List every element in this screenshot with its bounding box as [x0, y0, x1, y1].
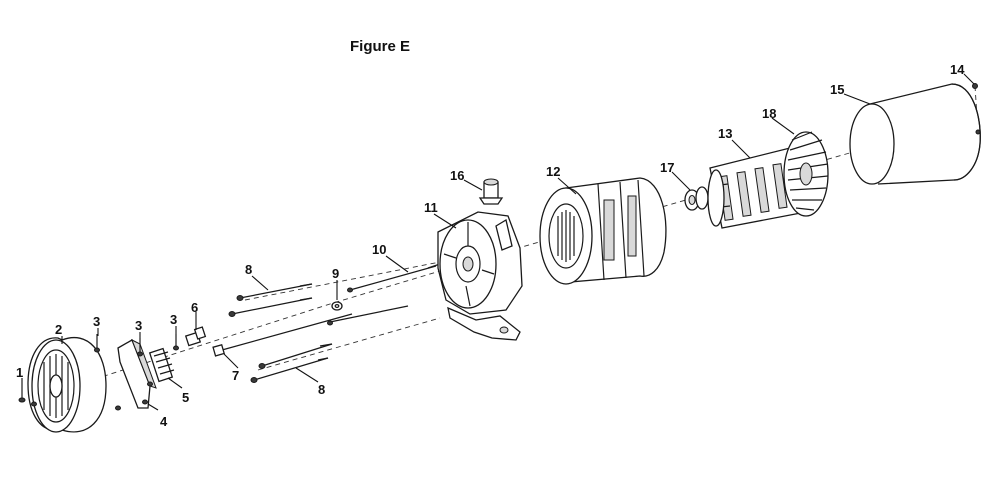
callout-13: 13 — [718, 126, 732, 141]
callout-3a: 3 — [93, 314, 100, 329]
screw-part-14 — [972, 83, 981, 135]
callout-4: 4 — [160, 414, 168, 429]
callout-7: 7 — [232, 368, 239, 383]
callout-15: 15 — [830, 82, 844, 97]
leader-lines — [61, 73, 975, 411]
callout-1: 1 — [16, 365, 23, 380]
fan-part — [783, 131, 829, 217]
rotor-part — [707, 147, 807, 229]
callout-10: 10 — [372, 242, 386, 257]
callout-16: 16 — [450, 168, 464, 183]
callout-11: 11 — [424, 200, 438, 215]
callout-17: 17 — [660, 160, 674, 175]
callout-8b: 8 — [318, 382, 325, 397]
screws-part-3 — [137, 334, 179, 357]
end-bell-housing-part — [437, 211, 523, 341]
callout-3c: 3 — [170, 312, 177, 327]
aux-axis-lower — [257, 317, 441, 371]
screw-part-1 — [18, 378, 26, 403]
stator-windings — [557, 210, 575, 262]
washer-part — [331, 301, 343, 311]
callout-14: 14 — [950, 62, 965, 77]
callout-8a: 8 — [245, 262, 252, 277]
callout-2: 2 — [55, 322, 62, 337]
callout-9: 9 — [332, 266, 339, 281]
bearing-part — [684, 186, 709, 211]
fitting-part-16 — [478, 178, 504, 205]
shroud-part — [849, 83, 981, 185]
through-bolts-lower — [250, 343, 333, 383]
callout-18: 18 — [762, 106, 776, 121]
shaft-rod-part — [347, 263, 441, 293]
end-cover-part — [27, 337, 107, 433]
through-bolts-upper — [228, 283, 313, 317]
callout-3b: 3 — [135, 318, 142, 333]
callout-6: 6 — [191, 300, 198, 315]
stator-part — [539, 177, 667, 285]
figure-title: Figure E — [349, 38, 410, 55]
brush-cover-part — [117, 338, 157, 409]
aux-axis-upper — [244, 261, 441, 301]
connector-part — [184, 326, 207, 347]
cover-screws — [31, 334, 121, 411]
rod-part-7 — [212, 305, 409, 357]
callout-12: 12 — [546, 164, 560, 179]
brush-holder-part — [147, 347, 175, 387]
callout-5: 5 — [182, 390, 189, 405]
